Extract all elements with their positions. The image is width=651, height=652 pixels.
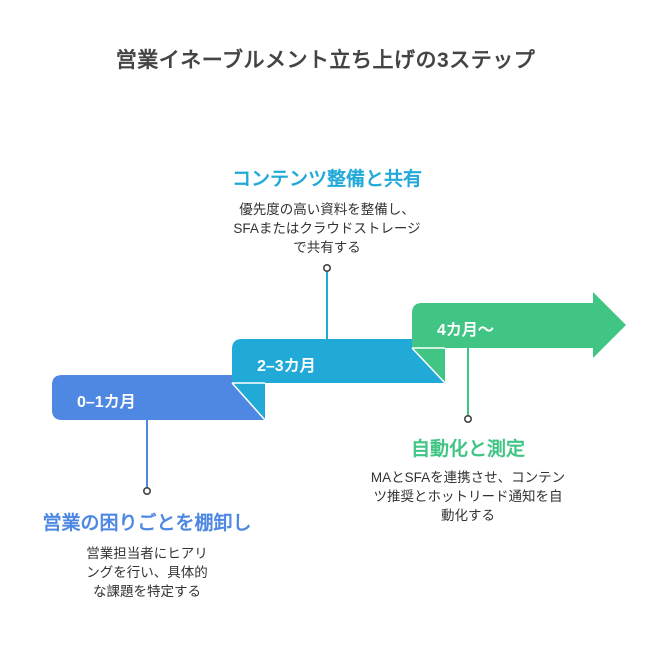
step-3-connector-dot [463,414,472,423]
step-1-connector-dot [143,486,152,495]
step-1-description-line: な課題を特定する [93,584,201,599]
step-2-period: 2–3カ月 [257,358,316,375]
step-1-description-line: 営業担当者にヒアリ [86,546,208,561]
step-3-description-line: ツ推奨とホットリード通知を自 [373,489,563,504]
step-2-description-line: SFAまたはクラウドストレージ [233,221,421,236]
step-2-fold-edge [231,382,266,421]
step-1-heading: 営業の困りごとを棚卸し [42,513,252,534]
step-1-period: 0–1カ月 [77,394,136,411]
step-2-band [232,339,445,383]
step-1-description-line: ングを行い、具体的 [86,565,208,580]
step-3-description-line: 動化する [441,508,495,523]
step-2-description-line: 優先度の高い資料を整備し、 [239,202,415,217]
step-3-description-line: MAとSFAを連携させ、コンテン [370,470,566,485]
step-3-period: 4カ月〜 [437,322,494,339]
step-2-description-line: で共有する [293,240,361,255]
diagram-title: 営業イネーブルメント立ち上げの3ステップ [115,49,536,72]
step-2-connector-dot [322,263,331,272]
step-1-band [52,375,265,420]
step-1-description: 営業担当者にヒアリ ングを行い、具体的 な課題を特定する [47,544,247,601]
step-3-arrow [412,292,626,358]
step-3-heading: 自動化と測定 [410,439,525,460]
step-3-description: MAとSFAを連携させ、コンテン ツ推奨とホットリード通知を自 動化する [338,468,598,525]
step-2-heading: コンテンツ整備と共有 [231,169,422,190]
step-2-description: 優先度の高い資料を整備し、 SFAまたはクラウドストレージ で共有する [177,200,477,257]
step-3-fold-edge [411,347,446,384]
